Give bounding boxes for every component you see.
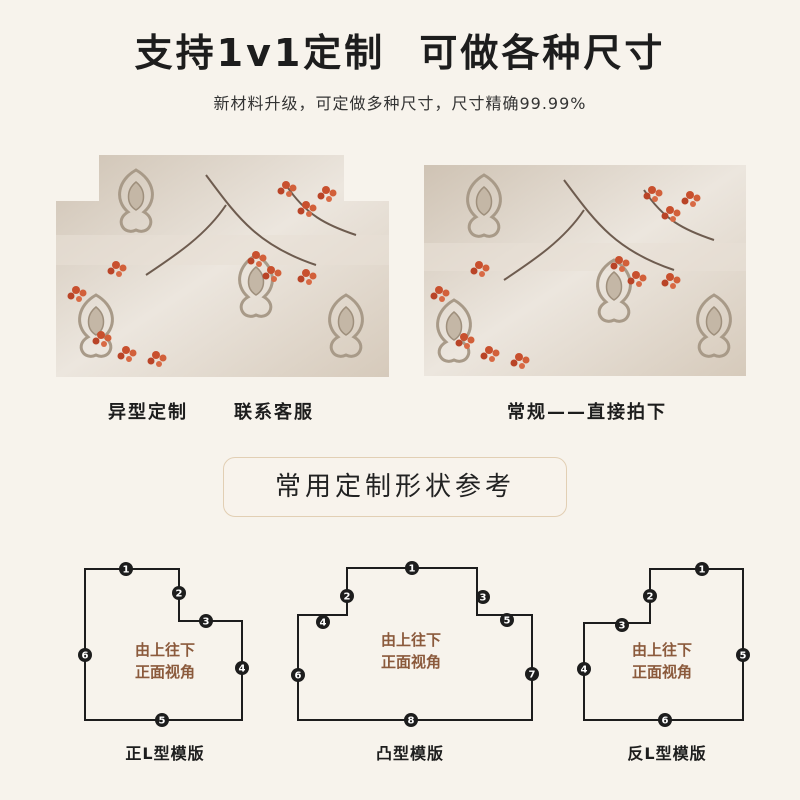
page-subtitle: 新材料升级，可定做多种尺寸，尺寸精确99.99% [213, 94, 587, 113]
svg-text:5: 5 [504, 616, 511, 627]
marker-3 [199, 614, 213, 628]
svg-text:4: 4 [320, 618, 327, 629]
view-angle-label: 由上往下 正面视角 [134, 641, 195, 681]
marker-1 [119, 562, 133, 576]
shape-caption-reverse-l: 反L型模版 [627, 744, 707, 763]
shape-template-normal-l: 1 2 3 4 5 6 由上往下 正面视角 [70, 555, 270, 735]
marker-2 [340, 589, 354, 603]
svg-text:4: 4 [239, 664, 246, 675]
title-right: 可做各种尺寸 [419, 31, 666, 75]
shape-caption-normal-l: 正L型模版 [125, 744, 205, 763]
svg-text:4: 4 [581, 665, 588, 676]
marker-2 [643, 589, 657, 603]
marker-5 [736, 648, 750, 662]
svg-text:2: 2 [344, 592, 351, 603]
marker-2 [172, 586, 186, 600]
view-angle-label: 由上往下 正面视角 [380, 631, 441, 671]
svg-text:6: 6 [295, 671, 302, 682]
svg-text:1: 1 [409, 564, 416, 575]
regular-rug-caption: 常规——直接拍下 [507, 402, 667, 423]
svg-text:1: 1 [699, 565, 706, 576]
marker-5 [155, 713, 169, 727]
custom-shape-caption-left: 异型定制 [108, 402, 188, 423]
svg-text:6: 6 [662, 716, 669, 727]
marker-6 [78, 648, 92, 662]
marker-3 [615, 618, 629, 632]
marker-7 [525, 667, 539, 681]
custom-shape-rug-image [56, 155, 389, 377]
view-angle-label: 由上往下 正面视角 [631, 641, 692, 681]
shape-template-convex: 1 2 3 4 5 6 7 8 由上往下 正面视角 [285, 555, 545, 735]
marker-1 [405, 561, 419, 575]
svg-text:3: 3 [619, 621, 626, 632]
svg-text:1: 1 [123, 565, 130, 576]
regular-rug-image [424, 165, 746, 376]
marker-5 [500, 613, 514, 627]
marker-3 [476, 590, 490, 604]
shape-caption-convex: 凸型模版 [375, 744, 444, 763]
marker-1 [695, 562, 709, 576]
svg-text:8: 8 [408, 716, 415, 727]
svg-text:6: 6 [82, 651, 89, 662]
section-title-pill: 常用定制形状参考 [223, 457, 567, 517]
svg-text:3: 3 [480, 593, 487, 604]
svg-text:7: 7 [529, 670, 536, 681]
marker-6 [291, 668, 305, 682]
title-left: 支持1v1定制 [134, 31, 386, 75]
marker-4 [235, 661, 249, 675]
marker-4 [316, 615, 330, 629]
marker-6 [658, 713, 672, 727]
shape-template-reverse-l: 1 2 3 4 5 6 由上往下 正面视角 [570, 555, 770, 735]
svg-text:5: 5 [159, 716, 166, 727]
marker-4 [577, 662, 591, 676]
custom-shape-caption-right: 联系客服 [234, 402, 314, 423]
svg-text:2: 2 [176, 589, 183, 600]
svg-text:3: 3 [203, 617, 210, 628]
svg-text:5: 5 [740, 651, 747, 662]
page-title: 支持1v1定制可做各种尺寸 [0, 22, 800, 77]
marker-8 [404, 713, 418, 727]
svg-text:2: 2 [647, 592, 654, 603]
